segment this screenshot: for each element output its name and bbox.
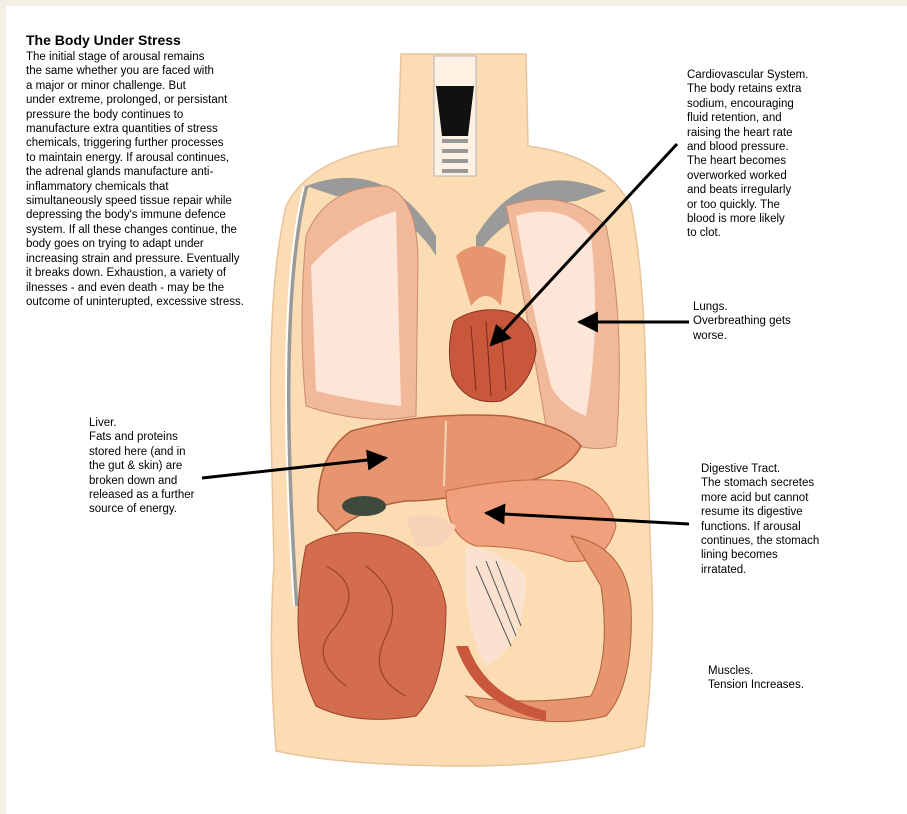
larynx bbox=[436, 86, 474, 136]
diagram-canvas: The Body Under Stress The initial stage … bbox=[6, 6, 907, 814]
small-intestine bbox=[298, 533, 446, 720]
lungs-label: Lungs. Overbreathing gets worse. bbox=[693, 300, 893, 343]
intro-paragraph: The initial stage of arousal remains the… bbox=[26, 50, 296, 309]
gallbladder bbox=[342, 496, 386, 516]
diagram-title: The Body Under Stress bbox=[26, 32, 181, 48]
cardiovascular-label: Cardiovascular System. The body retains … bbox=[687, 68, 887, 241]
digestive-tract-label: Digestive Tract. The stomach secretes mo… bbox=[701, 462, 901, 577]
muscles-label: Muscles. Tension Increases. bbox=[708, 664, 907, 693]
liver-label: Liver. Fats and proteins stored here (an… bbox=[89, 416, 239, 517]
